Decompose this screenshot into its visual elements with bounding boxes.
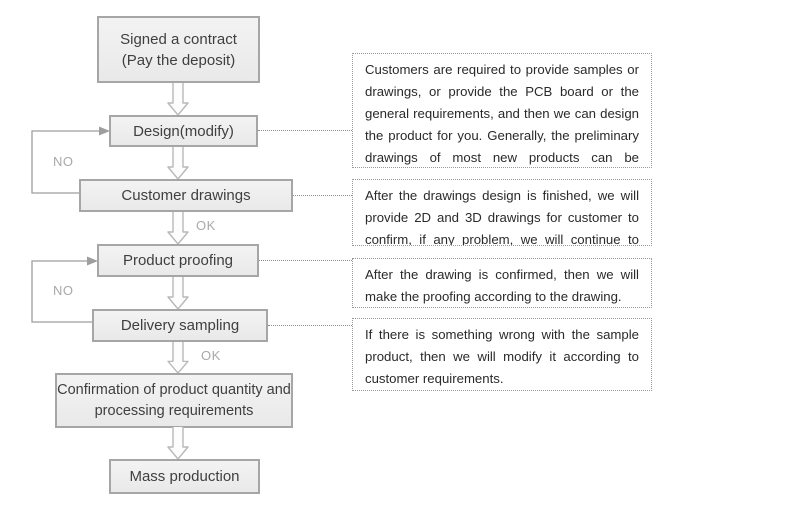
ok-label: OK bbox=[196, 218, 216, 233]
no-label: NO bbox=[53, 154, 74, 169]
no-loop-arrow-to-proofing bbox=[31, 256, 98, 323]
node-design-modify: Design(modify) bbox=[109, 115, 258, 147]
down-arrow-icon bbox=[167, 212, 189, 244]
down-arrow-icon bbox=[167, 83, 189, 115]
node-delivery-sampling: Delivery sampling bbox=[92, 309, 268, 342]
ok-label: OK bbox=[201, 348, 221, 363]
note-box-sampling: If there is something wrong with the sam… bbox=[352, 318, 652, 391]
down-arrow-icon bbox=[167, 147, 189, 179]
node-confirmation-quantity: Confirmation of product quantity and pro… bbox=[55, 373, 293, 428]
note-text: After the drawing is confirmed, then we … bbox=[365, 267, 639, 304]
dotted-connector-proofing-note bbox=[259, 260, 352, 261]
node-mass-production: Mass production bbox=[109, 459, 260, 494]
down-arrow-icon bbox=[167, 342, 189, 373]
node-product-proofing: Product proofing bbox=[97, 244, 259, 277]
note-box-proofing: After the drawing is confirmed, then we … bbox=[352, 258, 652, 308]
note-box-drawings: After the drawings design is finished, w… bbox=[352, 179, 652, 246]
no-loop-arrow-to-design bbox=[31, 126, 110, 194]
dotted-connector-design-note bbox=[258, 130, 352, 131]
note-text: After the drawings design is finished, w… bbox=[365, 188, 639, 246]
down-arrow-icon bbox=[167, 277, 189, 309]
note-text: If there is something wrong with the sam… bbox=[365, 327, 639, 386]
node-customer-drawings: Customer drawings bbox=[79, 179, 293, 212]
dotted-connector-drawings-note bbox=[293, 195, 352, 196]
note-box-design: Customers are required to provide sample… bbox=[352, 53, 652, 168]
dotted-connector-sampling-note bbox=[268, 325, 352, 326]
down-arrow-icon bbox=[167, 427, 189, 459]
no-label: NO bbox=[53, 283, 74, 298]
node-signed-contract: Signed a contract (Pay the deposit) bbox=[97, 16, 260, 83]
note-text: Customers are required to provide sample… bbox=[365, 62, 639, 165]
